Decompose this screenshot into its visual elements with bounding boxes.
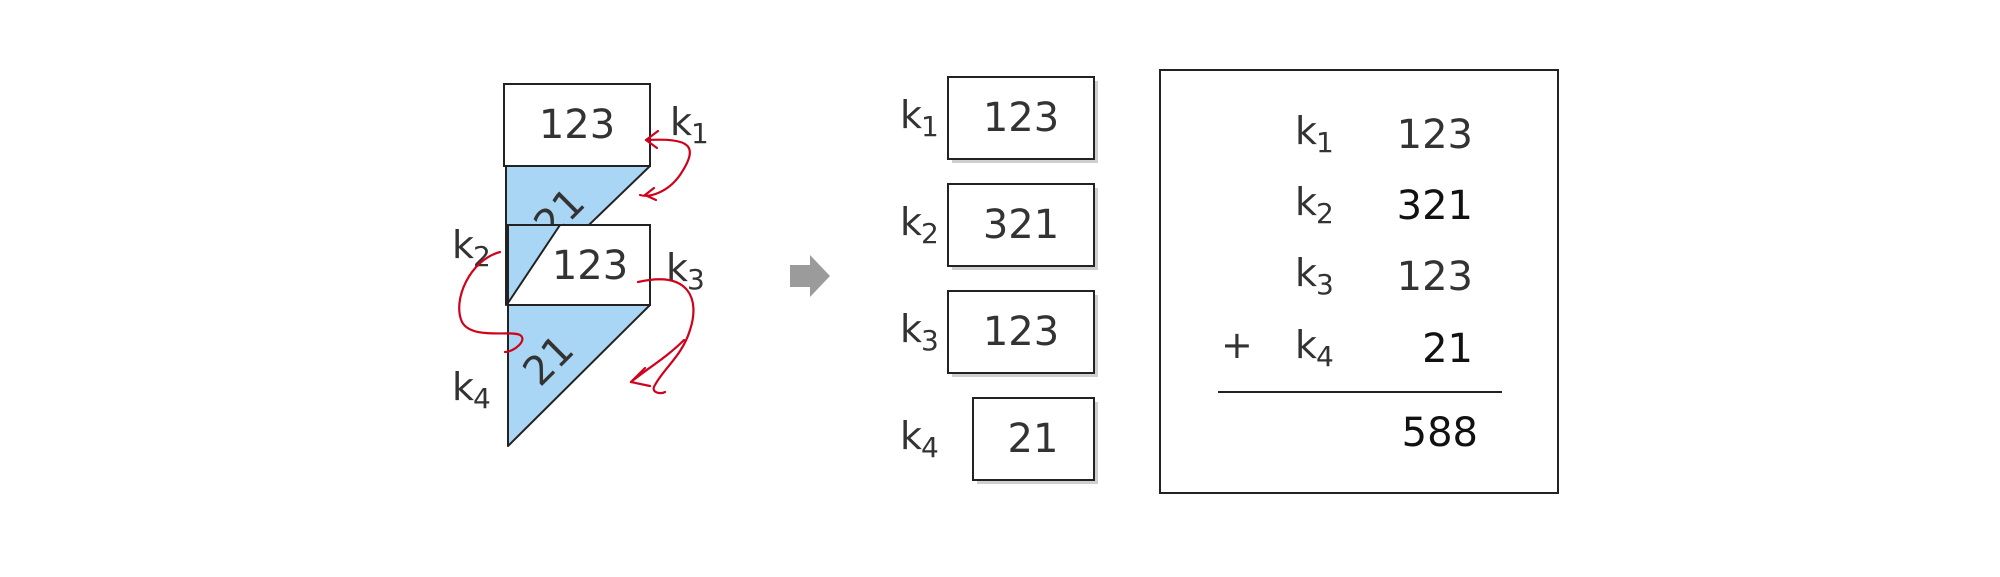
right-arrow-icon (790, 255, 830, 297)
key-list-value-1: 123 (983, 95, 1059, 141)
svg-text:2: 2 (1316, 197, 1334, 230)
svg-text:3: 3 (1316, 268, 1334, 301)
key-list-row-1: k 1 123 (900, 76, 1098, 163)
key-list-value-2: 321 (983, 202, 1059, 248)
sum-row-2-value: 321 (1397, 183, 1473, 229)
svg-text:1: 1 (691, 117, 709, 150)
svg-text:k: k (1295, 323, 1317, 367)
fold-arrow-1 (638, 138, 691, 197)
fold-arrow-2 (458, 250, 524, 354)
fold1-overlap (507, 224, 561, 304)
top-segment-box (503, 83, 651, 167)
fold-key-k2: k 2 (452, 223, 491, 273)
svg-text:3: 3 (921, 324, 939, 357)
sum-panel: k 1 123 k 2 321 k 3 123 + k 4 21 588 (1159, 69, 1559, 494)
svg-text:k: k (1295, 251, 1317, 295)
fold2-parallelogram (507, 304, 651, 447)
key-list-row-2: k 2 321 (900, 183, 1098, 270)
sum-total-value: 588 (1402, 410, 1478, 456)
fold-key-k1: k 1 (670, 100, 709, 150)
svg-text:3: 3 (687, 263, 705, 296)
svg-text:1: 1 (921, 110, 939, 143)
sum-row-2: k 2 321 (1295, 180, 1473, 230)
svg-text:k: k (900, 414, 922, 458)
svg-text:k: k (452, 223, 474, 267)
svg-text:4: 4 (473, 382, 491, 415)
fold-arrow-1-tail (643, 186, 658, 202)
plus-operator: + (1221, 323, 1253, 367)
key-list-value-3: 123 (983, 309, 1059, 355)
key-list: k 1 123 k 2 321 k 3 123 k 4 21 (900, 76, 1098, 484)
svg-text:k: k (900, 307, 922, 351)
key-list-box-3 (947, 290, 1095, 374)
fold-illustration: 123 321 123 21 k 1 k 2 k 3 k 4 (452, 83, 709, 447)
svg-text:2: 2 (921, 217, 939, 250)
svg-text:k: k (1295, 180, 1317, 224)
fold-arrow-3-b (629, 338, 686, 384)
fold-key-k3: k 3 (666, 246, 705, 296)
svg-text:k: k (452, 365, 474, 409)
key-list-box-2 (947, 183, 1095, 267)
fold-arrow-3 (636, 278, 695, 395)
sum-row-1: k 1 123 (1295, 109, 1473, 159)
svg-text:k: k (670, 100, 692, 144)
key-list-box-1 (947, 76, 1095, 160)
svg-text:k: k (900, 93, 922, 137)
fold-arrow-1-head (644, 129, 660, 150)
top-segment-value: 123 (539, 102, 615, 148)
sum-row-3: k 3 123 (1295, 251, 1473, 301)
key-list-row-4: k 4 21 (900, 397, 1098, 484)
svg-text:4: 4 (921, 431, 939, 464)
key-list-box-4 (972, 397, 1095, 481)
sum-row-1-value: 123 (1397, 112, 1473, 158)
svg-text:1: 1 (1316, 126, 1334, 159)
sum-row-3-value: 123 (1397, 254, 1473, 300)
fold-key-k4: k 4 (452, 365, 491, 415)
fold-arrow-3-head (629, 366, 652, 388)
sum-row-4: + k 4 21 (1221, 323, 1473, 373)
sum-row-4-value: 21 (1422, 326, 1473, 372)
sum-panel-frame (1159, 69, 1559, 494)
svg-text:k: k (1295, 109, 1317, 153)
svg-text:k: k (666, 246, 688, 290)
svg-text:4: 4 (1316, 340, 1334, 373)
svg-text:k: k (900, 200, 922, 244)
key-list-value-4: 21 (1008, 416, 1059, 462)
middle-segment-value: 123 (552, 243, 628, 289)
key-list-row-3: k 3 123 (900, 290, 1098, 377)
